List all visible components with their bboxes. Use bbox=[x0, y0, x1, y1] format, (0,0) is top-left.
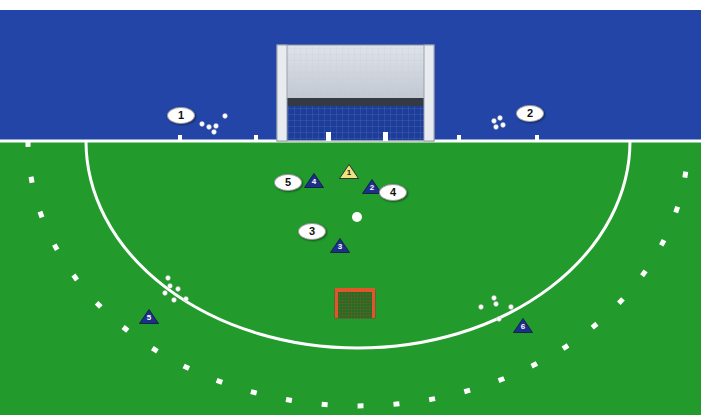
marker-number: 1 bbox=[178, 110, 184, 121]
marker-number: 4 bbox=[390, 187, 396, 198]
mini-goal bbox=[335, 288, 375, 318]
cone-marker: 6 bbox=[513, 318, 533, 333]
dashed-circle bbox=[28, 141, 688, 406]
marker-number: 4 bbox=[312, 178, 316, 188]
marker-number: 3 bbox=[309, 226, 315, 237]
shooting-circle bbox=[86, 141, 630, 348]
marker-number: 2 bbox=[370, 184, 374, 194]
player-marker: 2 bbox=[516, 105, 544, 122]
marker-number: 3 bbox=[338, 243, 342, 253]
player-marker: 5 bbox=[274, 174, 302, 191]
cone-marker: 4 bbox=[304, 173, 324, 188]
cone-marker: 1 bbox=[339, 164, 359, 179]
green-pitch bbox=[0, 141, 701, 415]
marker-number: 5 bbox=[147, 314, 151, 324]
cone-marker: 3 bbox=[330, 238, 350, 253]
cone-marker: 5 bbox=[139, 309, 159, 324]
penalty-spot bbox=[352, 212, 362, 222]
hockey-goal bbox=[277, 45, 434, 141]
balls bbox=[163, 114, 514, 322]
marker-number: 5 bbox=[285, 177, 291, 188]
blue-surround bbox=[0, 10, 701, 141]
player-marker: 1 bbox=[167, 107, 195, 124]
marker-number: 2 bbox=[527, 108, 533, 119]
marker-number: 6 bbox=[521, 323, 525, 333]
player-marker: 3 bbox=[298, 223, 326, 240]
player-marker: 4 bbox=[379, 184, 407, 201]
marker-number: 1 bbox=[347, 169, 351, 179]
